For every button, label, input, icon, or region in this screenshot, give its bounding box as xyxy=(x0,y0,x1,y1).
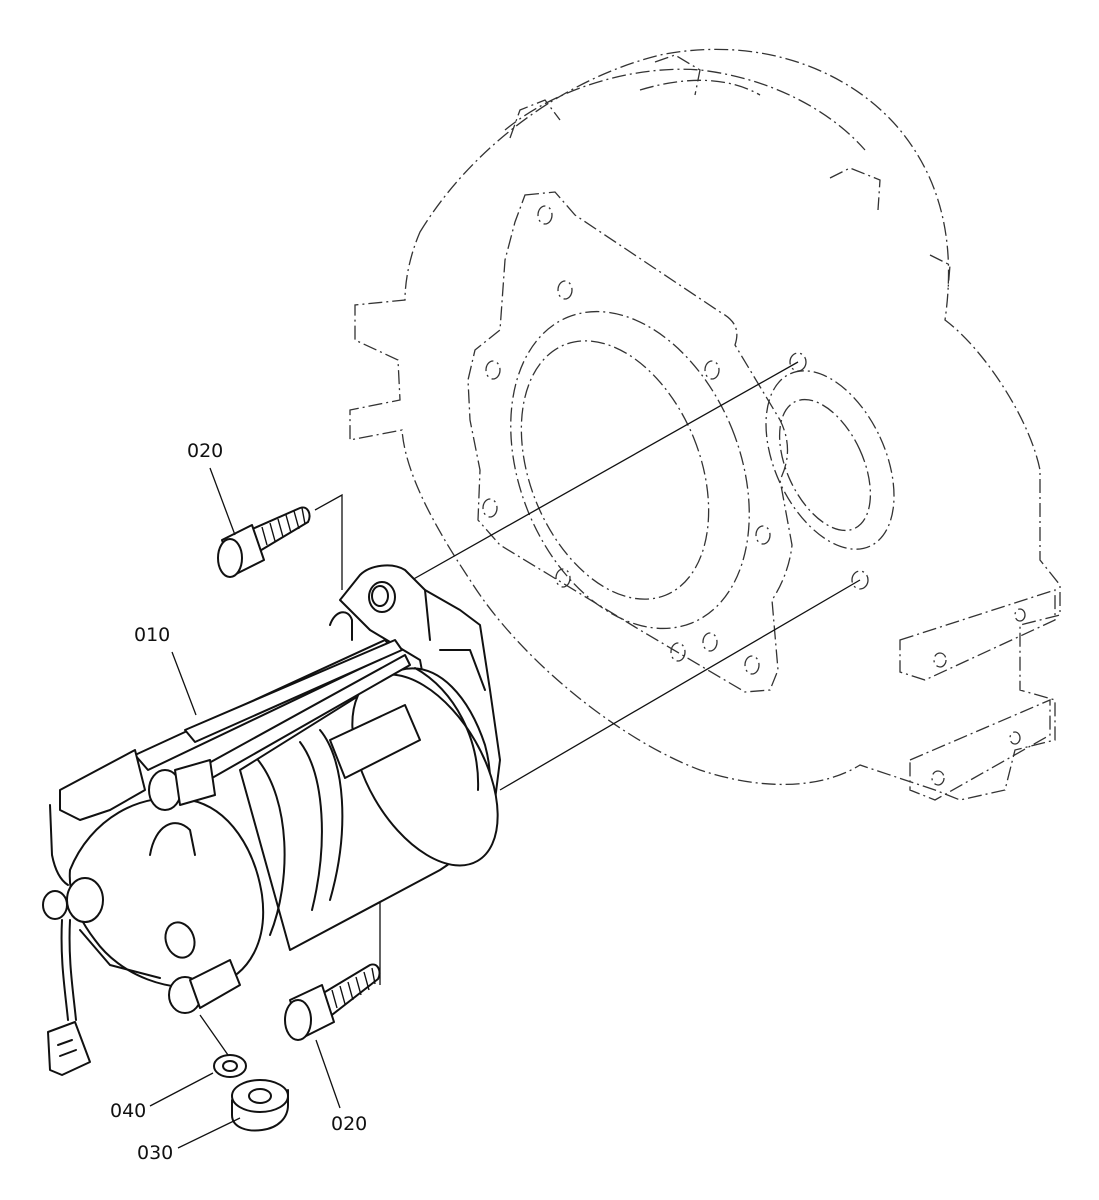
nut xyxy=(231,1079,289,1132)
callout-bolt-lower: 020 xyxy=(331,1113,367,1135)
callout-washer: 040 xyxy=(110,1100,146,1122)
starter-motor xyxy=(42,564,501,1076)
callout-bolt-upper: 020 xyxy=(187,440,223,462)
callout-starter-motor: 010 xyxy=(134,624,170,646)
callouts: 010 020 020 040 030 xyxy=(110,440,367,1164)
bolt-lower xyxy=(284,963,381,1041)
washer xyxy=(199,1014,247,1078)
callout-nut: 030 xyxy=(137,1142,173,1164)
flywheel-housing xyxy=(349,48,1061,801)
bolt-upper xyxy=(217,506,311,578)
